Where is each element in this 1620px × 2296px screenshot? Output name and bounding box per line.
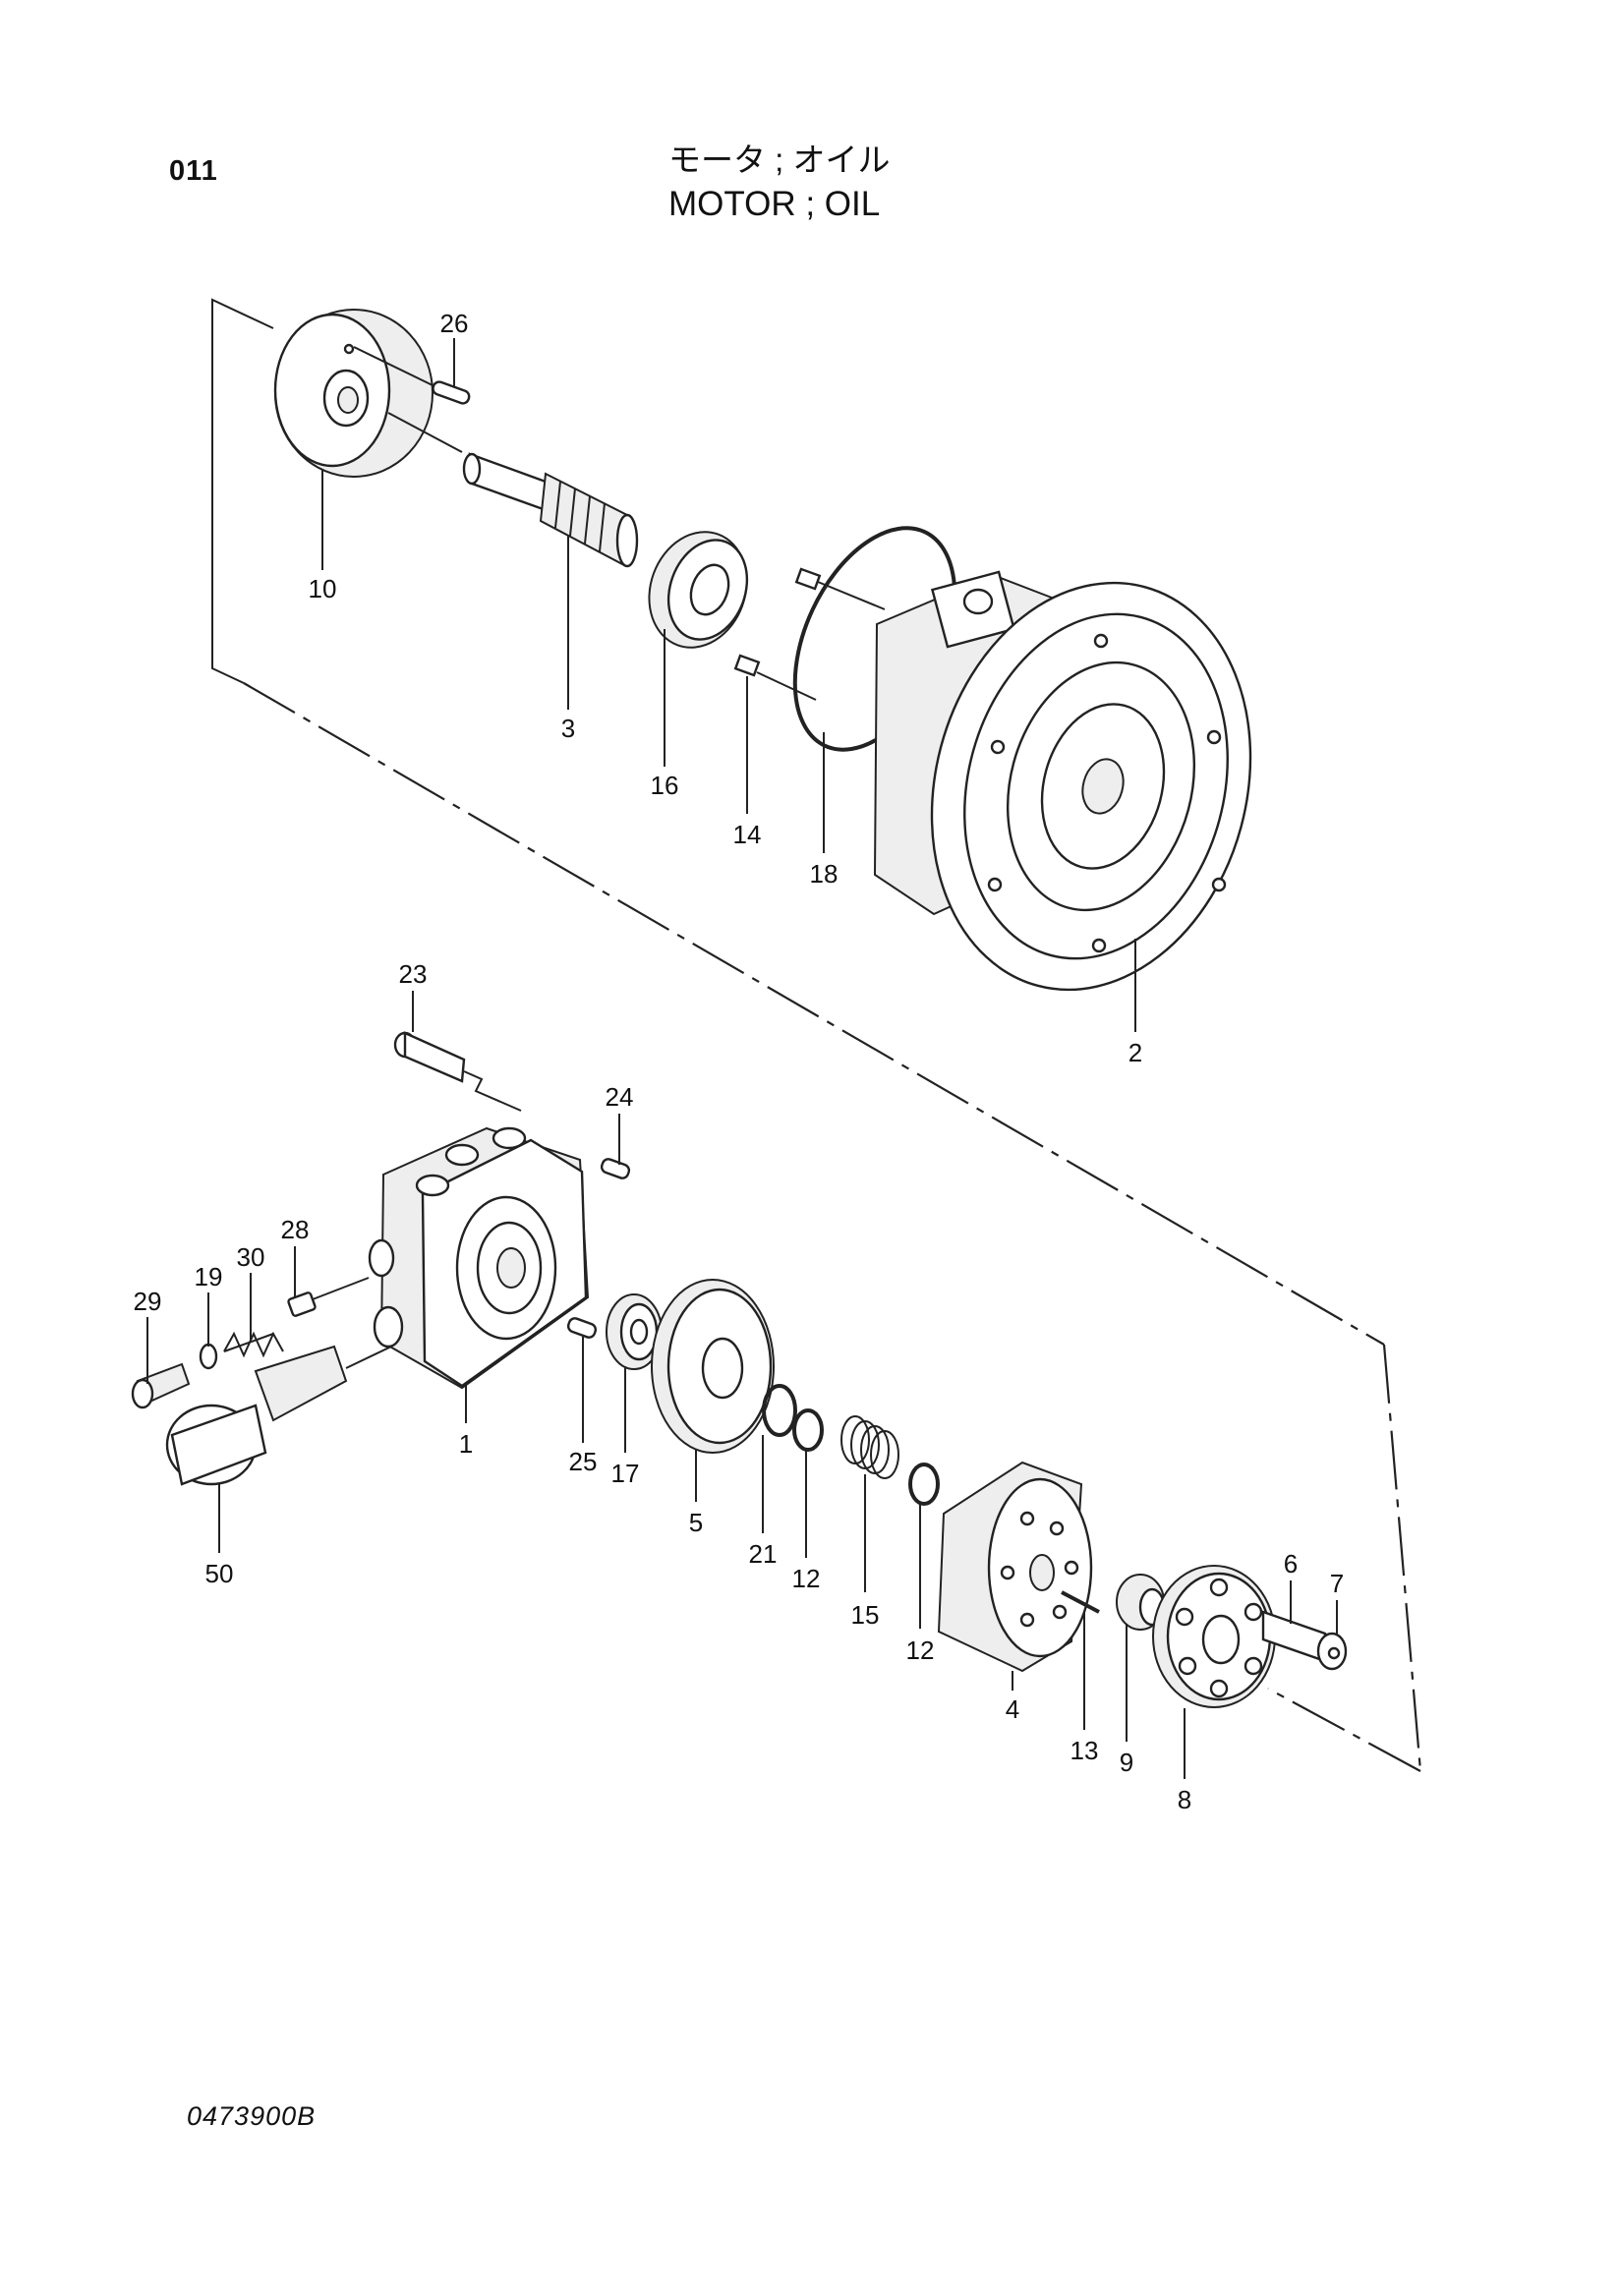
callout-6: 6: [1284, 1549, 1298, 1578]
callout-15: 15: [851, 1600, 880, 1630]
callout-3: 3: [561, 714, 575, 743]
callout-10: 10: [309, 574, 337, 603]
callout-25: 25: [569, 1447, 598, 1476]
callout-12a: 12: [792, 1564, 821, 1593]
part-16-bearing: [648, 531, 749, 649]
part-2-housing: [873, 570, 1252, 992]
callout-2: 2: [1128, 1038, 1142, 1067]
callout-18: 18: [810, 859, 839, 889]
callout-29: 29: [134, 1287, 162, 1316]
part-5-valve-plate: [651, 1279, 775, 1454]
callout-30: 30: [237, 1242, 265, 1272]
callout-7: 7: [1330, 1569, 1344, 1598]
part-1-valve-block: [368, 1126, 590, 1390]
part-14-plugs: [733, 567, 886, 701]
part-13-pin: [1061, 1590, 1100, 1614]
part-12-washer-a: [792, 1408, 824, 1452]
callout-16: 16: [651, 771, 679, 800]
callout-28: 28: [281, 1215, 310, 1244]
assembly-boundary-lines: [211, 298, 1422, 1772]
callout-19: 19: [195, 1262, 223, 1292]
callout-4: 4: [1006, 1694, 1019, 1724]
callout-13: 13: [1070, 1736, 1099, 1765]
part-25-pin: [566, 1317, 598, 1339]
part-17-bearing: [606, 1293, 663, 1370]
part-19-ring: [199, 1343, 218, 1370]
boundary-dash-right: [1382, 1344, 1422, 1772]
page-code: 011: [169, 155, 218, 187]
callout-8: 8: [1178, 1785, 1191, 1814]
title-japanese: モータ ; オイル: [668, 142, 891, 178]
callout-17: 17: [611, 1459, 640, 1488]
part-29-plug: [131, 1362, 191, 1409]
boundary-dash-top: [243, 682, 1385, 1346]
part-23-bolt: [393, 1031, 522, 1112]
callout-5: 5: [689, 1508, 703, 1537]
part-10-cover: [273, 309, 434, 478]
part-28-plug: [287, 1277, 370, 1317]
part-12-washer-b: [908, 1463, 940, 1506]
part-26-pin: [353, 346, 471, 405]
callout-9: 9: [1120, 1748, 1133, 1777]
part-15-spring: [840, 1415, 899, 1479]
callout-26: 26: [440, 309, 469, 338]
drawing-number: 0473900B: [187, 2101, 317, 2131]
callout-12b: 12: [906, 1636, 935, 1665]
callout-21: 21: [749, 1539, 778, 1569]
boundary-bracket-top: [211, 298, 274, 684]
title-english: MOTOR ; OIL: [668, 185, 881, 223]
callout-50: 50: [205, 1559, 234, 1588]
part-8-retainer-plate: [1152, 1565, 1276, 1708]
part-21-snap-ring: [762, 1384, 797, 1437]
boundary-dash-bottom: [1267, 1688, 1421, 1772]
part-3-shaft: [387, 412, 639, 568]
callout-24: 24: [606, 1082, 634, 1112]
part-24-pin: [600, 1158, 631, 1179]
part-4-cylinder-block: [937, 1461, 1093, 1673]
part-30-spring: [223, 1331, 284, 1358]
callout-14: 14: [733, 820, 762, 849]
callout-1: 1: [459, 1429, 473, 1459]
part-50-relief-valve: [165, 1345, 392, 1486]
part-7-shoe: [1316, 1632, 1348, 1671]
callout-23: 23: [399, 959, 428, 989]
leader-lines: [146, 338, 1338, 1779]
